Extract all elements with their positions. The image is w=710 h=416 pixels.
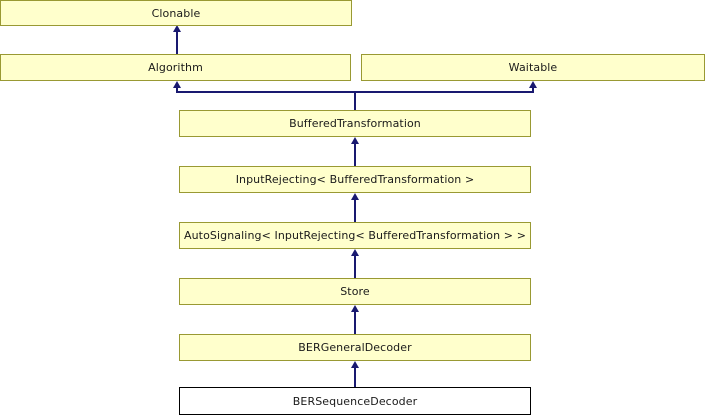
edge-autosignaling-to-inputrejecting-line	[354, 199, 356, 222]
class-node-waitable[interactable]: Waitable	[361, 54, 705, 81]
class-node-label: BERSequenceDecoder	[292, 394, 418, 408]
class-node-label: BERGeneralDecoder	[298, 341, 412, 354]
class-node-clonable[interactable]: Clonable	[0, 0, 352, 26]
class-node-label: BufferedTransformation	[289, 117, 421, 130]
edge-bergeneral-to-store-line	[354, 311, 356, 334]
class-node-label: Waitable	[508, 61, 558, 74]
edge-store-to-autosignaling-line	[354, 255, 356, 278]
class-node-buffered-transformation[interactable]: BufferedTransformation	[179, 110, 531, 137]
edge-store-to-autosignaling-arrowhead	[351, 249, 359, 256]
edge-buffered-to-parents-stem	[354, 91, 356, 110]
class-node-label: Store	[340, 285, 370, 298]
class-node-auto-signaling[interactable]: AutoSignaling< InputRejecting< BufferedT…	[179, 222, 531, 249]
class-node-label: Algorithm	[148, 61, 203, 74]
edge-bergeneral-to-store-arrowhead	[351, 305, 359, 312]
class-node-algorithm[interactable]: Algorithm	[0, 54, 351, 81]
class-node-label: InputRejecting< BufferedTransformation >	[235, 173, 475, 186]
edge-buffered-to-waitable-arrowhead	[529, 81, 537, 88]
edge-buffered-to-algorithm-arrowhead	[173, 81, 181, 88]
class-node-store[interactable]: Store	[179, 278, 531, 305]
class-node-input-rejecting[interactable]: InputRejecting< BufferedTransformation >	[179, 166, 531, 193]
edge-buffered-to-algorithm-riser	[176, 87, 178, 93]
class-node-ber-general-decoder[interactable]: BERGeneralDecoder	[179, 334, 531, 361]
class-node-ber-sequence-decoder[interactable]: BERSequenceDecoder	[179, 387, 531, 415]
edge-buffered-to-waitable-riser	[532, 87, 534, 93]
edge-algorithm-to-clonable-line	[176, 31, 178, 54]
edge-algorithm-to-clonable-arrowhead	[173, 25, 181, 32]
class-node-label: Clonable	[151, 6, 201, 20]
edge-bersequence-to-bergeneral-arrowhead	[351, 361, 359, 368]
edge-inputrejecting-to-buffered-arrowhead	[351, 137, 359, 144]
edge-bersequence-to-bergeneral-line	[354, 367, 356, 387]
class-node-label: AutoSignaling< InputRejecting< BufferedT…	[183, 229, 527, 242]
edge-autosignaling-to-inputrejecting-arrowhead	[351, 193, 359, 200]
edge-inputrejecting-to-buffered-line	[354, 143, 356, 166]
